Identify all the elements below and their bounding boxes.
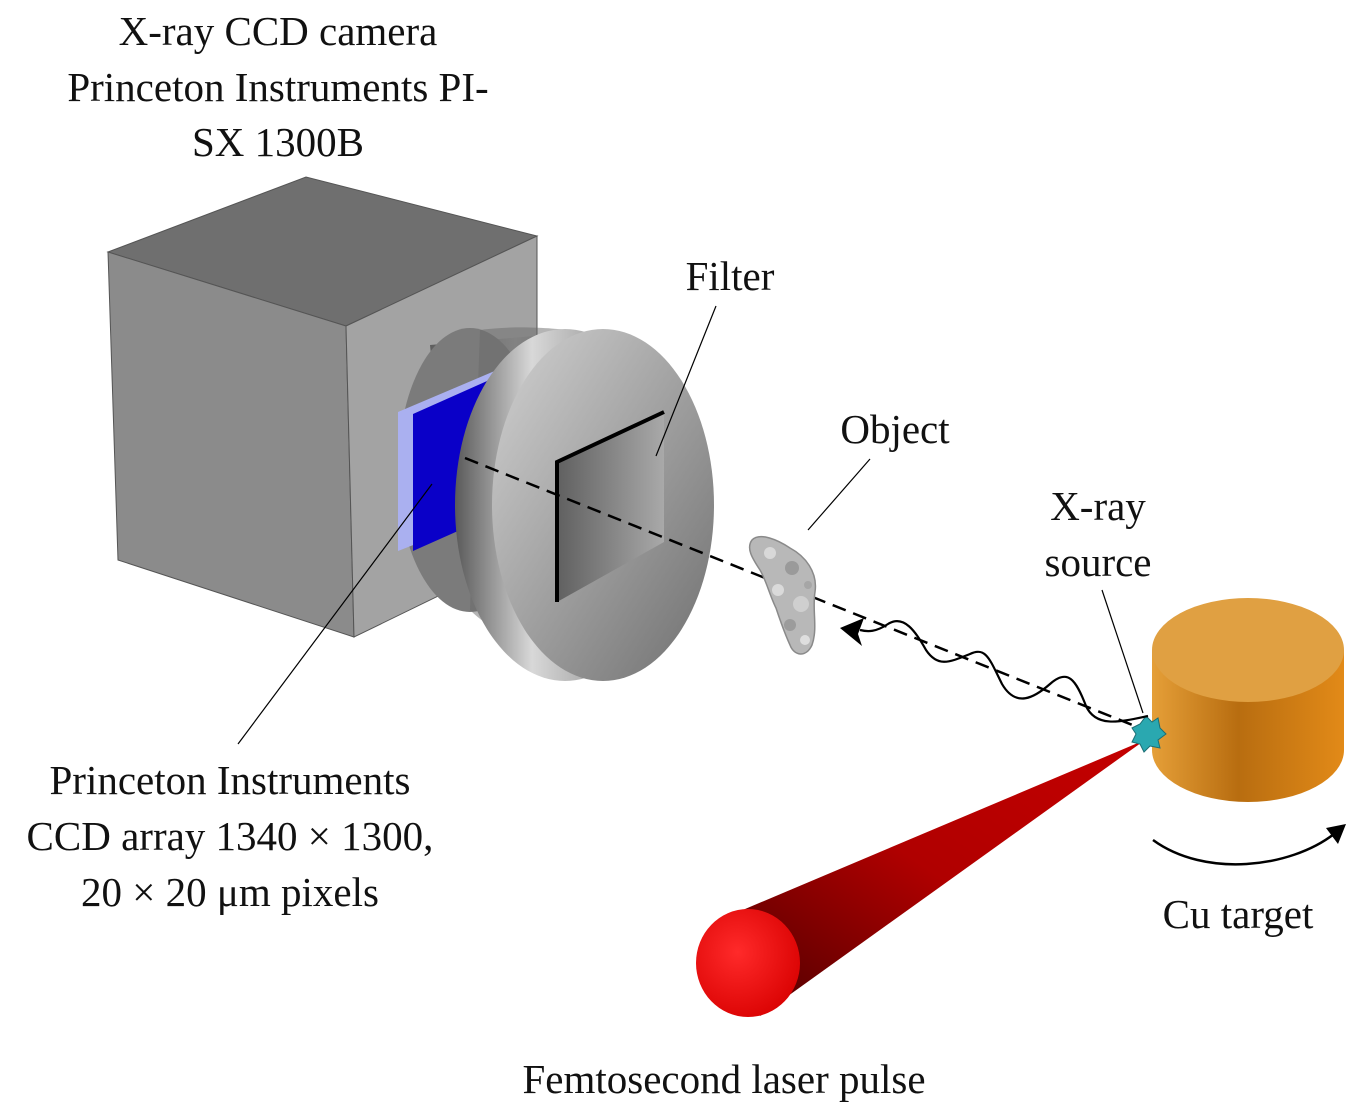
ccd-leader-line (237, 483, 433, 745)
camera-label-line1: X-ray CCD camera (119, 8, 438, 54)
ccd-label: Princeton Instruments CCD array 1340 × 1… (27, 757, 434, 915)
camera-label: X-ray CCD camera Princeton Instruments P… (67, 8, 488, 165)
cu-target-label: Cu target (1163, 891, 1314, 937)
laser-label: Femtosecond laser pulse (522, 1056, 925, 1102)
xray-source-leader-line (1101, 589, 1144, 714)
filter-plate-edge (555, 410, 665, 602)
camera-label-line3: SX 1300B (192, 119, 364, 165)
laser-beam (696, 740, 1145, 1017)
ccd-label-line1: Princeton Instruments (50, 757, 411, 803)
filter-leader-line (655, 305, 717, 457)
rotation-arrow (1152, 824, 1346, 866)
object-sample (748, 536, 817, 655)
filter-plate (557, 412, 664, 602)
filter-label: Filter (686, 253, 775, 299)
laser-end-face (696, 909, 800, 1017)
xray-source-label: X-ray source (1044, 483, 1151, 585)
xray-wave (840, 618, 1149, 723)
xray-arrowhead (840, 618, 864, 646)
xray-source-label-line1: X-ray (1050, 483, 1146, 529)
ccd-label-line3: 20 × 20 μm pixels (81, 869, 379, 915)
object-label: Object (840, 406, 950, 452)
xray-source-spot (1131, 715, 1167, 753)
cu-target-cylinder (1152, 598, 1344, 802)
ccd-label-line2: CCD array 1340 × 1300, (27, 813, 434, 859)
filter-disk (455, 329, 714, 681)
camera-label-line2: Princeton Instruments PI- (67, 64, 488, 110)
object-leader-line (807, 458, 871, 531)
rotation-arrowhead (1326, 824, 1346, 844)
beam-axis-dashed-line (464, 456, 1146, 732)
laser-cone (738, 740, 1145, 1016)
xray-source-label-line2: source (1044, 539, 1151, 585)
